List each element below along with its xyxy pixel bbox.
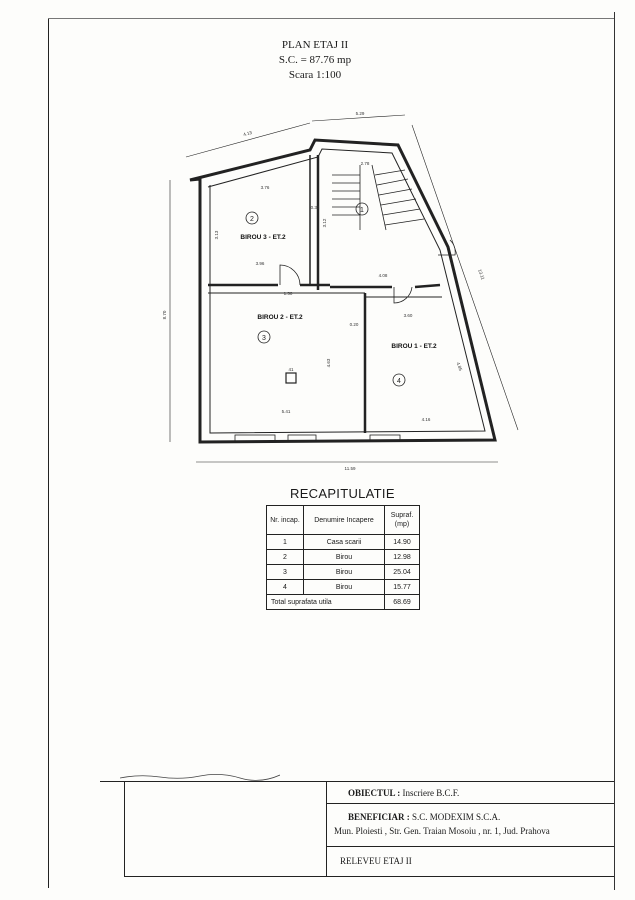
dim-bottom: 11.59 <box>345 466 356 471</box>
windows-bottom <box>234 434 401 442</box>
cartouche-mid-line <box>326 781 327 876</box>
table-row: 3 Birou 25.04 <box>266 564 420 580</box>
dim-stair-width: 2.78 <box>361 161 370 166</box>
recap-total-row: Total suprafata utila 68.69 <box>266 594 420 610</box>
dim-room3-width: 5.41 <box>282 409 291 414</box>
dim-top-left: 4.13 <box>243 130 253 137</box>
wall-corridor-bottom-b <box>414 283 441 289</box>
cartouche-obiectul: OBIECTUL : Inscriere B.C.F. <box>348 788 459 798</box>
recap-cell-name: Casa scarii <box>303 534 385 550</box>
dim-line-right <box>411 124 519 431</box>
door-room2 <box>279 264 301 286</box>
dim-right-side: 13.11 <box>477 268 486 280</box>
room-circle-3 <box>257 330 271 344</box>
stair-treads <box>332 164 425 231</box>
obiectul-label: OBIECTUL : <box>348 788 401 798</box>
room-label-birou3: BIROU 3 - ET.2 <box>240 234 286 241</box>
dim-line-top-right <box>311 114 406 122</box>
sheet-border-left <box>48 18 49 888</box>
handwritten-line <box>120 774 280 781</box>
table-row: 1 Casa scarii 14.90 <box>266 534 420 550</box>
recap-total-value: 68.69 <box>384 594 420 610</box>
room-circle-1 <box>355 202 369 216</box>
recap-cell-area: 14.90 <box>384 534 420 550</box>
cartouche-line-benef <box>326 846 614 847</box>
recap-cell-name: Birou <box>303 579 385 595</box>
cartouche-drawing-name: RELEVEU ETAJ II <box>340 856 412 866</box>
beneficiar-label: BENEFICIAR : <box>348 812 410 822</box>
dim-room2-height: 3.13 <box>214 230 219 239</box>
room-circle-2 <box>245 211 259 225</box>
cartouche-line-obiect <box>326 803 614 804</box>
cartouche-top-line <box>100 781 614 782</box>
dim-room4-bottom: 4.16 <box>422 417 431 422</box>
dim-room2-width: 3.76 <box>261 185 270 190</box>
room-label-birou1: BIROU 1 - ET.2 <box>391 343 437 350</box>
dim-left-side: 8.70 <box>162 310 167 319</box>
recap-cell-nr: 4 <box>266 579 304 595</box>
plan-title: PLAN ETAJ II <box>281 39 349 51</box>
pillar <box>285 372 297 384</box>
sheet-border-right <box>614 12 615 890</box>
beneficiar-value: S.C. MODEXIM S.C.A. <box>412 812 501 822</box>
room-circle-4 <box>392 373 406 387</box>
dim-room3-height: 4.63 <box>326 358 331 367</box>
sheet-border-top <box>48 18 614 19</box>
recap-title: RECAPITULATIE <box>290 486 395 501</box>
plan-surface: S.C. = 87.76 mp <box>278 54 352 66</box>
outer-wall-outline <box>189 138 497 444</box>
recap-header-row: Nr. incap. Denumire Incapere Supraf. (mp… <box>266 505 420 535</box>
recap-cell-name: Birou <box>303 564 385 580</box>
recap-header-denumire: Denumire Incapere <box>303 505 385 535</box>
recap-cell-nr: 1 <box>266 534 304 550</box>
recap-cell-nr: 3 <box>266 564 304 580</box>
room-number-4: 4 <box>397 378 401 385</box>
door-room4 <box>393 286 413 304</box>
door-stair <box>438 239 456 256</box>
dim-room4-side: 4.85 <box>456 362 464 372</box>
recap-table: Nr. incap. Denumire Incapere Supraf. (mp… <box>266 505 420 610</box>
cartouche-address: Mun. Ploiesti , Str. Gen. Traian Mosoiu … <box>334 826 550 836</box>
dim-stair-bottom: 4.08 <box>379 273 388 278</box>
recap-cell-name: Birou <box>303 549 385 565</box>
dim-top-right: 5.29 <box>356 111 365 116</box>
recap-cell-nr: 2 <box>266 549 304 565</box>
plan-header: PLAN ETAJ II S.C. = 87.76 mp Scara 1:100 <box>250 38 380 83</box>
dim-room4-top: 3.60 <box>404 313 413 318</box>
dim-line-top-left <box>185 122 311 158</box>
cartouche-left-line <box>124 781 125 876</box>
recap-cell-area: 12.98 <box>384 549 420 565</box>
obiectul-value: Inscriere B.C.F. <box>402 788 460 798</box>
room-number-3: 3 <box>262 335 266 342</box>
inner-wall-outline <box>207 148 486 434</box>
recap-total-label: Total suprafata utila <box>266 594 385 610</box>
floor-plan: 1 2 3 4 BIROU 3 - ET.2 BIROU 2 - ET.2 BI… <box>162 111 519 471</box>
room-label-birou2: BIROU 2 - ET.2 <box>257 314 303 321</box>
plan-scale: Scara 1:100 <box>288 69 342 81</box>
dim-corridor: 0.33 <box>311 205 320 210</box>
dim-room2-lower: 3.96 <box>256 261 265 266</box>
table-row: 4 Birou 15.77 <box>266 579 420 595</box>
recap-header-nr: Nr. incap. <box>266 505 304 535</box>
dim-small-a: 1.50 <box>284 291 293 296</box>
dim-stair-height: 3.12 <box>322 218 327 227</box>
cartouche-bottom-line <box>124 876 614 877</box>
recap-header-supraf: Supraf. (mp) <box>384 505 420 535</box>
table-row: 2 Birou 12.98 <box>266 549 420 565</box>
room-number-2: 2 <box>250 216 254 223</box>
recap-cell-area: 15.77 <box>384 579 420 595</box>
dim-small-b: 0.20 <box>350 322 359 327</box>
cartouche-beneficiar: BENEFICIAR : S.C. MODEXIM S.C.A. <box>348 812 500 822</box>
room-number-1: 1 <box>360 207 364 214</box>
pillar-label: 41 <box>288 367 294 372</box>
recap-cell-area: 25.04 <box>384 564 420 580</box>
